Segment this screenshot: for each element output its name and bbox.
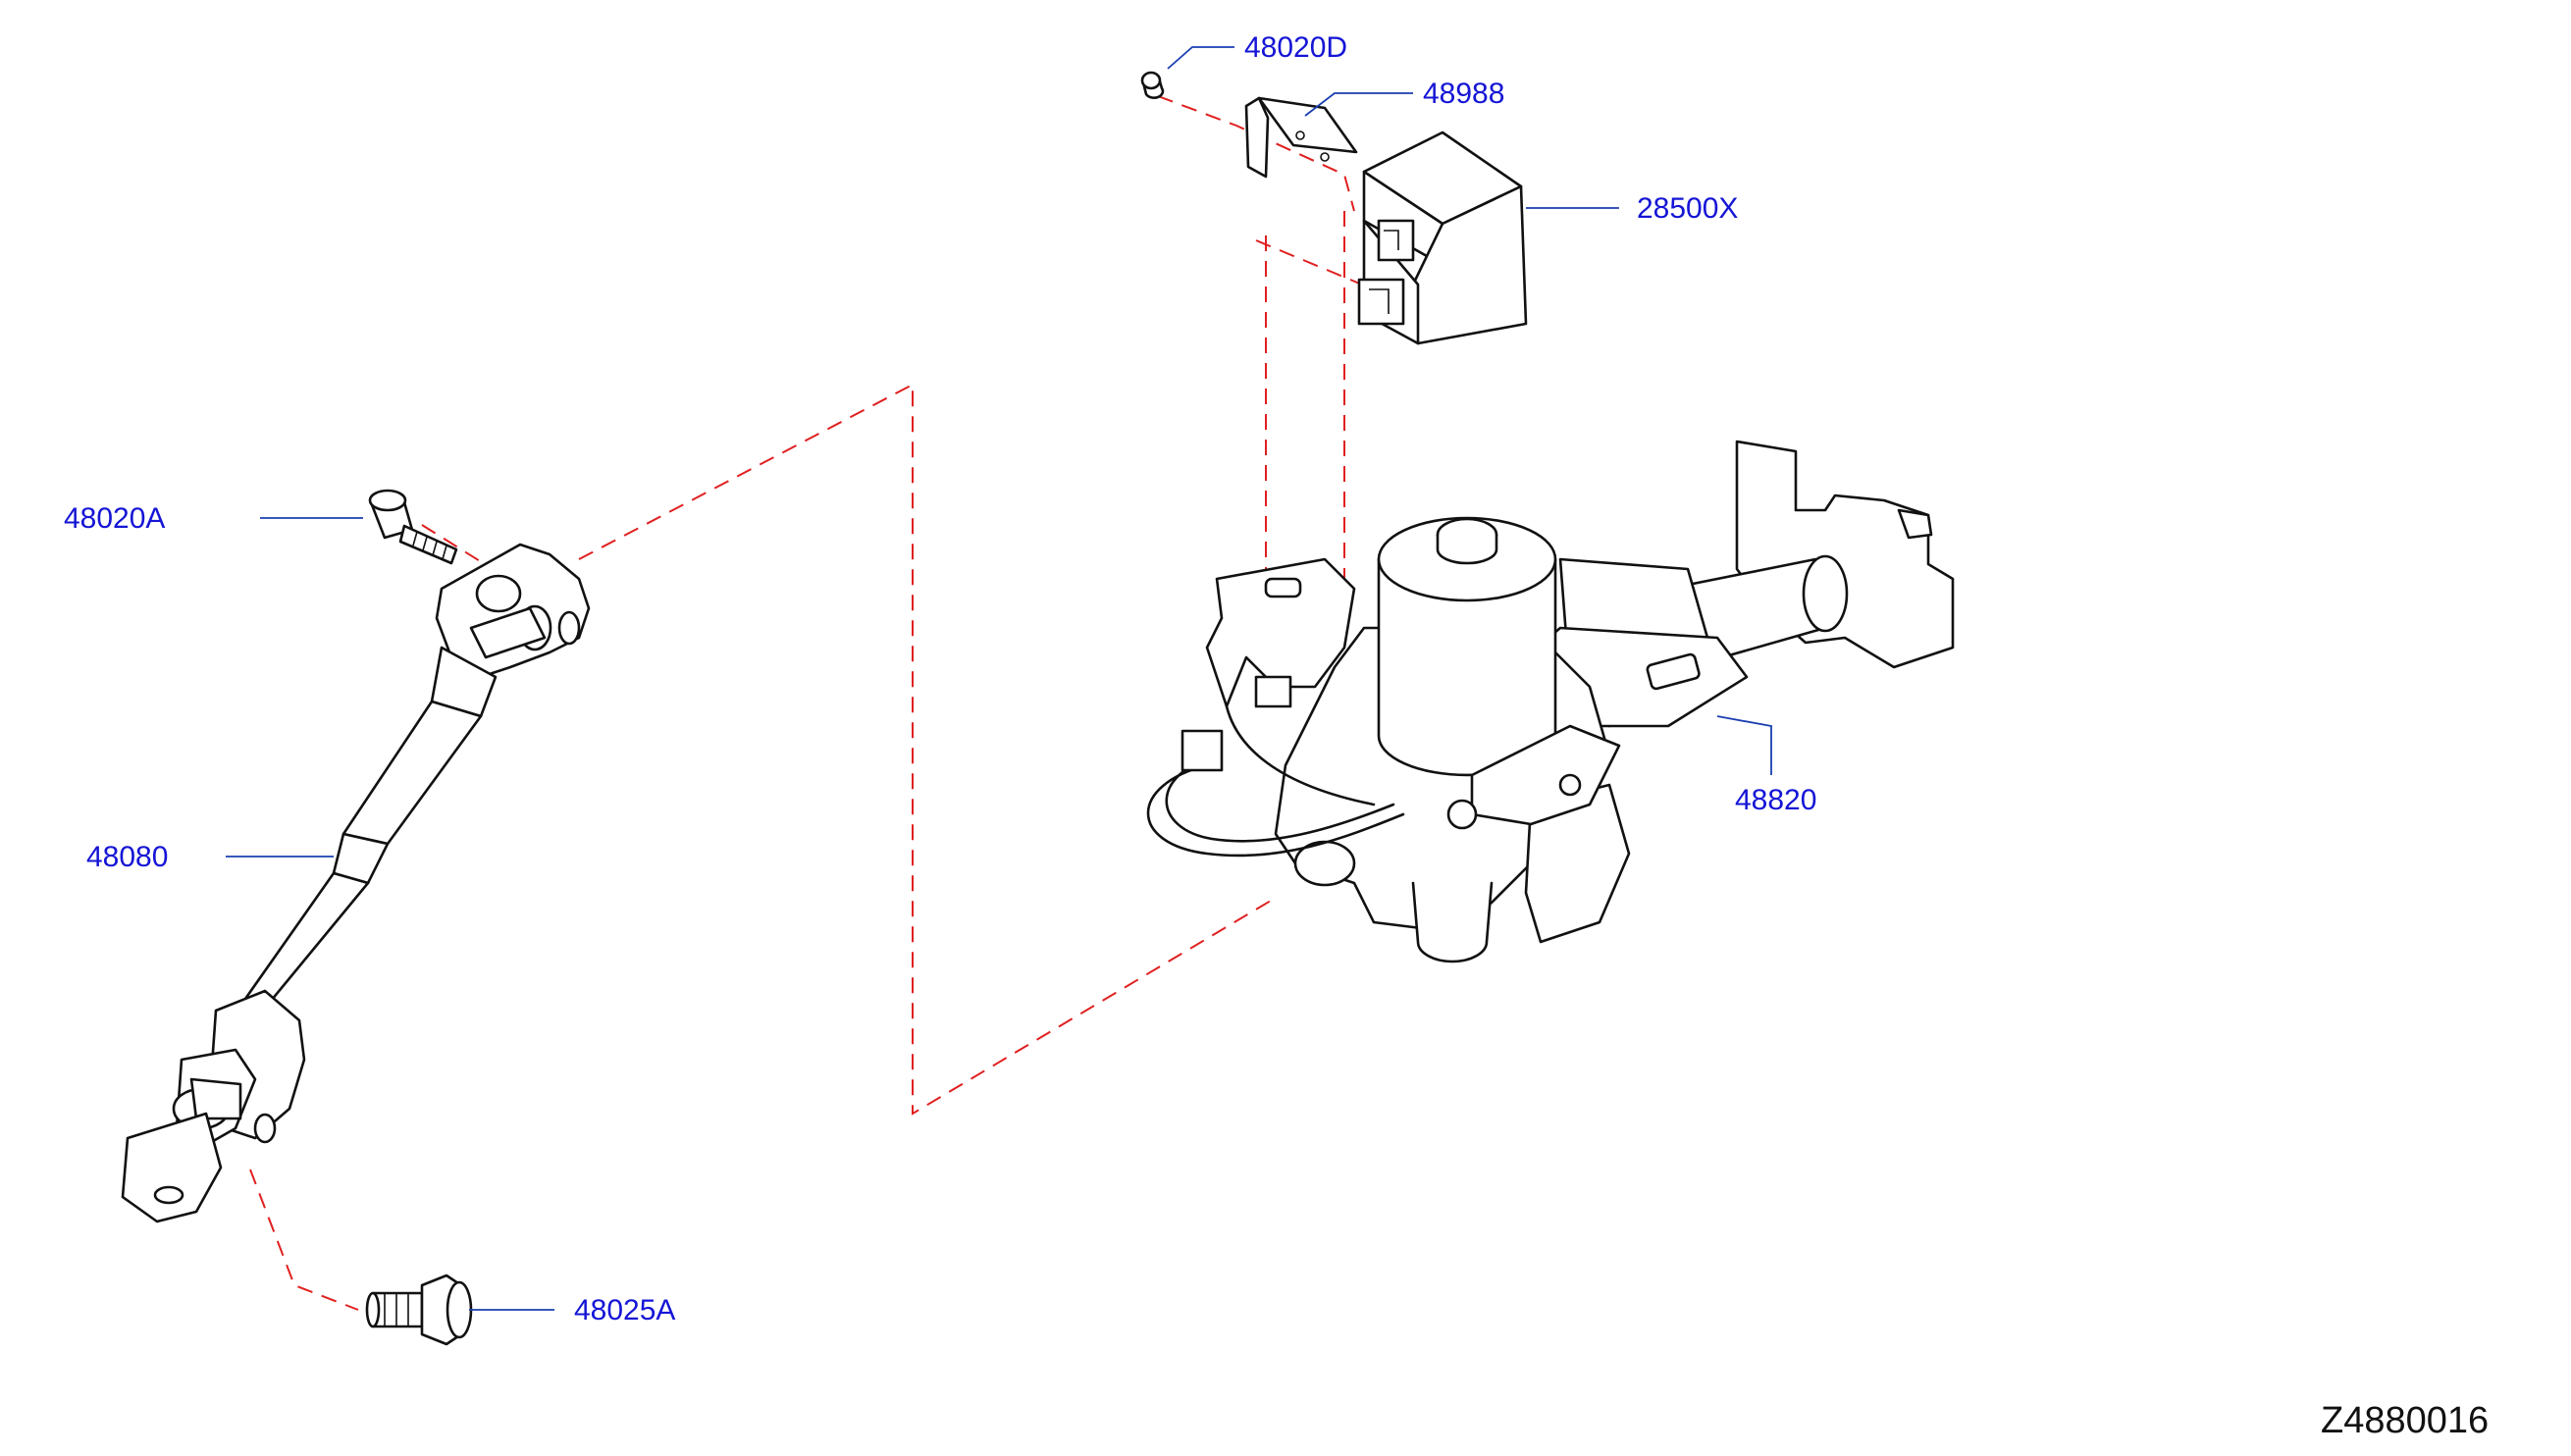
- label-48025A: 48025A: [574, 1294, 675, 1326]
- part-48080-intermediate-shaft: [121, 543, 591, 1223]
- diagram-code: Z4880016: [2321, 1400, 2489, 1441]
- label-48820: 48820: [1735, 784, 1816, 816]
- label-48020A: 48020A: [64, 502, 165, 535]
- part-28500X-control-unit: [1357, 130, 1528, 345]
- assembly-guide-lines: [249, 95, 1375, 1311]
- part-48025A-bolt: [365, 1274, 473, 1346]
- label-48080: 48080: [86, 841, 168, 873]
- part-48988-bracket: [1244, 96, 1358, 179]
- part-labels: 48020D 48988 28500X 48020A 48080 48820 4…: [64, 31, 2489, 1441]
- part-48820-steering-column: [1146, 440, 1955, 963]
- label-48020D: 48020D: [1244, 31, 1347, 64]
- label-28500X: 28500X: [1637, 192, 1738, 225]
- label-48988: 48988: [1423, 78, 1504, 110]
- leader-lines: [226, 46, 1772, 1311]
- part-48020D-bolt: [1140, 71, 1165, 99]
- part-48020A-bolt: [368, 489, 458, 565]
